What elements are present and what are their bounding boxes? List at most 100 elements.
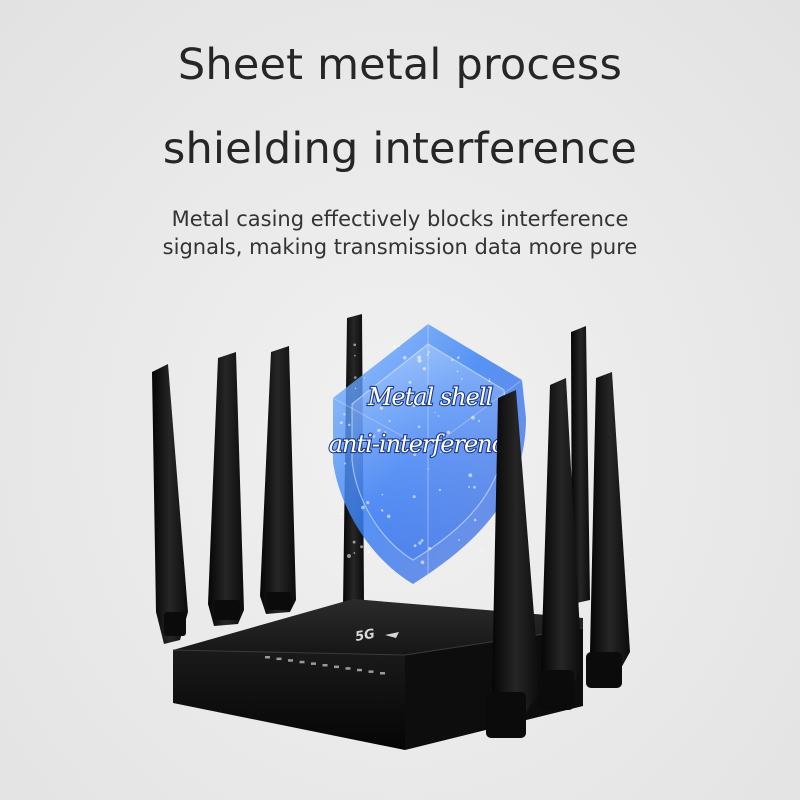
- shield-particle: [480, 549, 484, 552]
- brand-logo-icon: [385, 632, 399, 638]
- shield-particle: [420, 539, 424, 543]
- antenna-front-right-1: [486, 390, 540, 738]
- shield-particle: [457, 539, 460, 541]
- shield-particle: [426, 353, 429, 356]
- antenna-front-right-2: [538, 378, 582, 710]
- shield-particle: [470, 399, 475, 404]
- status-led: [368, 670, 374, 673]
- shield-particle: [488, 533, 491, 535]
- status-led: [380, 672, 385, 675]
- status-led: [311, 662, 316, 665]
- shield-particle: [408, 380, 412, 384]
- shield-particle: [468, 473, 473, 478]
- shield-particle: [339, 421, 343, 425]
- status-led: [334, 665, 339, 669]
- shield-particle: [360, 545, 364, 549]
- shield-particle: [366, 501, 370, 505]
- shield-particle: [417, 425, 421, 429]
- shield-particle: [472, 443, 475, 447]
- shield-particle: [451, 358, 454, 362]
- shield-particle: [473, 485, 476, 489]
- description-line-2: signals, making transmission data more p…: [162, 235, 638, 259]
- shield-particle: [428, 546, 432, 551]
- shield-graphic: Metal shell anti-interference: [328, 324, 526, 584]
- antenna-front-right-3: [586, 372, 630, 688]
- shield-particle: [471, 415, 475, 420]
- antenna-left-3: [260, 346, 296, 614]
- headline-1: Sheet metal process: [177, 40, 623, 90]
- status-led: [276, 657, 282, 661]
- shield-particle: [379, 406, 384, 410]
- shield-label-line-2: anti-interference: [329, 430, 518, 458]
- shield-particle: [417, 355, 422, 360]
- shield-particle: [347, 554, 351, 558]
- shield-particle: [413, 452, 417, 457]
- shield-particle: [422, 367, 427, 371]
- shield-particle: [457, 356, 460, 359]
- shield-particle: [383, 431, 387, 434]
- shield-label-line-1: Metal shell: [367, 383, 493, 411]
- status-led: [299, 660, 305, 664]
- shield-particle: [427, 468, 430, 470]
- shield-particle: [354, 376, 357, 379]
- shield-particle: [400, 391, 404, 395]
- antenna-left-2: [208, 352, 244, 626]
- status-led: [265, 656, 270, 659]
- shield-particle: [488, 378, 491, 380]
- shield-particle: [402, 355, 407, 360]
- shield-particle: [364, 377, 366, 379]
- shield-particle: [393, 345, 397, 349]
- shield-particle: [344, 462, 347, 465]
- shield-particle: [380, 509, 383, 512]
- shield-particle: [377, 428, 381, 433]
- shield-particle: [412, 403, 416, 408]
- shield-particle: [420, 440, 423, 442]
- shield-particle: [379, 429, 381, 431]
- shield-particle: [398, 345, 401, 347]
- shield-particle: [361, 505, 365, 510]
- shield-particle: [500, 362, 504, 366]
- shield-particle: [460, 377, 463, 380]
- status-led: [357, 668, 362, 672]
- shield-particle: [420, 560, 425, 565]
- shield-particle: [381, 493, 384, 496]
- shield-particle: [413, 544, 417, 548]
- shield-particle: [468, 486, 471, 488]
- shield-particle: [488, 379, 491, 383]
- shield-particle: [417, 358, 422, 363]
- shield-particle: [353, 552, 356, 554]
- status-led: [345, 667, 351, 670]
- shield-particle: [343, 413, 346, 416]
- status-led: [322, 664, 328, 667]
- shield-particle: [418, 541, 422, 545]
- status-led-row: [265, 656, 385, 675]
- shield-particle: [372, 435, 376, 438]
- shield-particle: [388, 420, 391, 423]
- shield-particle: [359, 440, 364, 445]
- shield-particle: [438, 488, 442, 492]
- shield-particle: [367, 550, 371, 554]
- shield-particle: [354, 354, 356, 357]
- shield-particle: [446, 430, 451, 435]
- antenna-left-1: [152, 364, 188, 644]
- shield-particle: [460, 403, 462, 406]
- shield-particle: [427, 439, 431, 443]
- shield-particle: [434, 411, 436, 414]
- shield-particle: [348, 423, 351, 427]
- shield-particle: [437, 415, 440, 417]
- status-led: [288, 659, 293, 662]
- shield-particle: [358, 448, 361, 452]
- headline-2: shielding interference: [162, 124, 638, 174]
- antenna-back-right: [571, 326, 590, 604]
- shield-particle: [340, 512, 343, 516]
- shield-particle: [427, 391, 431, 395]
- brand-label: 5G: [354, 627, 376, 645]
- shield-particle: [440, 451, 442, 453]
- shield-particle: [354, 387, 357, 390]
- shield-particle: [353, 343, 357, 347]
- shield-particle: [412, 495, 416, 499]
- shield-particle: [427, 351, 430, 353]
- shield-particle: [456, 370, 459, 373]
- description-line-1: Metal casing effectively blocks interfer…: [171, 207, 629, 231]
